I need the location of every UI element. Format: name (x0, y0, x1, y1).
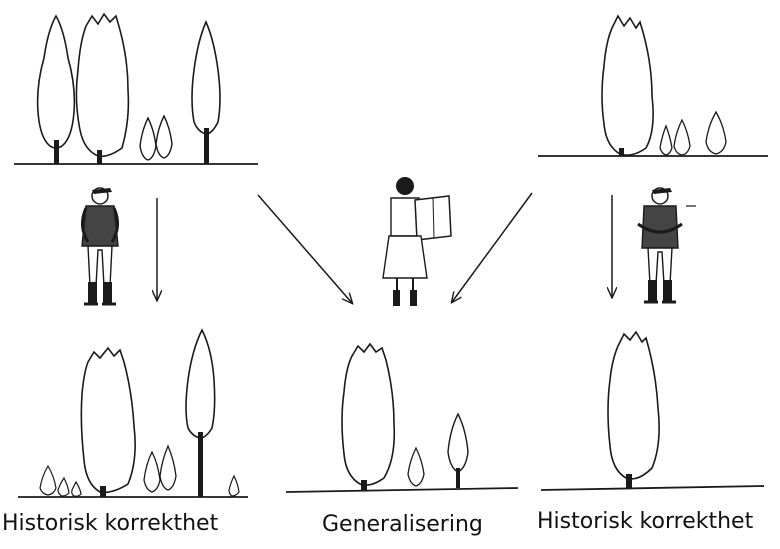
arrow-diagonal-left (258, 195, 352, 303)
caption-generalisation: Generalisering (322, 512, 483, 537)
tree-icon (81, 348, 135, 497)
ground-line (286, 488, 518, 492)
tree-icon (408, 414, 468, 488)
caption-historical-accuracy-left: Historisk korrekthet (2, 511, 218, 536)
arrows (157, 193, 612, 303)
tree-icon (186, 330, 215, 497)
tree-icon (602, 16, 653, 156)
caption-historical-accuracy-right: Historisk korrekthet (537, 509, 753, 534)
ground-line (541, 486, 764, 490)
tree-icon (660, 112, 726, 155)
tree-icon (608, 332, 659, 488)
tree-icon (342, 344, 394, 491)
top-right-scene (538, 16, 768, 156)
arrow-diagonal-right (452, 193, 532, 302)
top-left-scene (14, 14, 258, 164)
bottom-right-scene (541, 332, 764, 490)
man-figure-icon (638, 188, 696, 302)
bottom-middle-scene (286, 344, 518, 492)
woman-reading-map-icon (383, 177, 451, 306)
tree-icon (76, 14, 128, 164)
tree-icon (38, 16, 75, 164)
bottom-left-scene (18, 330, 248, 497)
tree-icon (40, 446, 239, 496)
man-figure-icon (82, 188, 118, 304)
tree-icon (140, 116, 172, 160)
tree-icon (192, 22, 220, 164)
